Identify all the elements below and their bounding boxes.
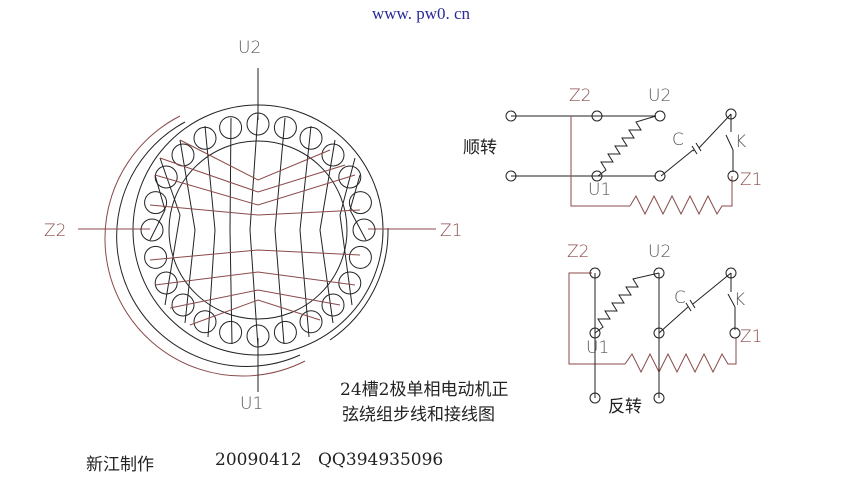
- stator-slot: [348, 245, 372, 269]
- stator-slot: [299, 310, 323, 334]
- reverse-z1: Z1: [740, 327, 763, 347]
- site-url: www. pw0. cn: [372, 4, 471, 23]
- stator-slot: [154, 271, 178, 295]
- forward-switch: K: [735, 132, 747, 152]
- forward-z1: Z1: [740, 170, 763, 190]
- stator-slot: [338, 165, 362, 189]
- stator-slot: [352, 218, 376, 242]
- stator-slot: [219, 320, 243, 344]
- stator-slot: [321, 293, 345, 317]
- stator-slot: [193, 310, 217, 334]
- reverse-connection: [568, 267, 741, 404]
- forward-connection: [505, 108, 739, 216]
- stator-slot: [348, 191, 372, 215]
- stator-slot: [140, 218, 164, 242]
- stator-slot: [321, 143, 345, 167]
- stator-slot: [171, 293, 195, 317]
- reverse-label: 反转: [608, 397, 642, 417]
- diagram-title-line1: 24槽2极单相电动机正: [340, 380, 509, 400]
- forward-label: 顺转: [463, 138, 497, 158]
- diagram-title-line2: 弦绕组步线和接线图: [342, 405, 495, 425]
- stator-slot: [273, 116, 297, 140]
- reverse-u2: U2: [648, 242, 672, 262]
- reverse-capacitor: C: [674, 288, 686, 308]
- reverse-z2: Z2: [567, 242, 590, 262]
- forward-u1: U1: [588, 180, 612, 200]
- label-u1: U1: [240, 394, 264, 414]
- forward-u2: U2: [648, 86, 672, 106]
- stator-slot: [144, 191, 168, 215]
- reverse-switch: K: [734, 290, 746, 310]
- stator-slot: [144, 245, 168, 269]
- stator-diagram: [78, 68, 436, 392]
- forward-z2: Z2: [569, 86, 592, 106]
- stator-slot: [273, 320, 297, 344]
- label-u2: U2: [238, 38, 262, 58]
- footer-qq: QQ394935096: [318, 450, 444, 470]
- forward-capacitor: C: [672, 130, 684, 150]
- label-z1: Z1: [440, 221, 463, 241]
- footer-date: 20090412: [215, 450, 302, 470]
- footer-author: 新江制作: [86, 455, 154, 475]
- reverse-u1: U1: [586, 338, 610, 358]
- label-z2: Z2: [44, 221, 67, 241]
